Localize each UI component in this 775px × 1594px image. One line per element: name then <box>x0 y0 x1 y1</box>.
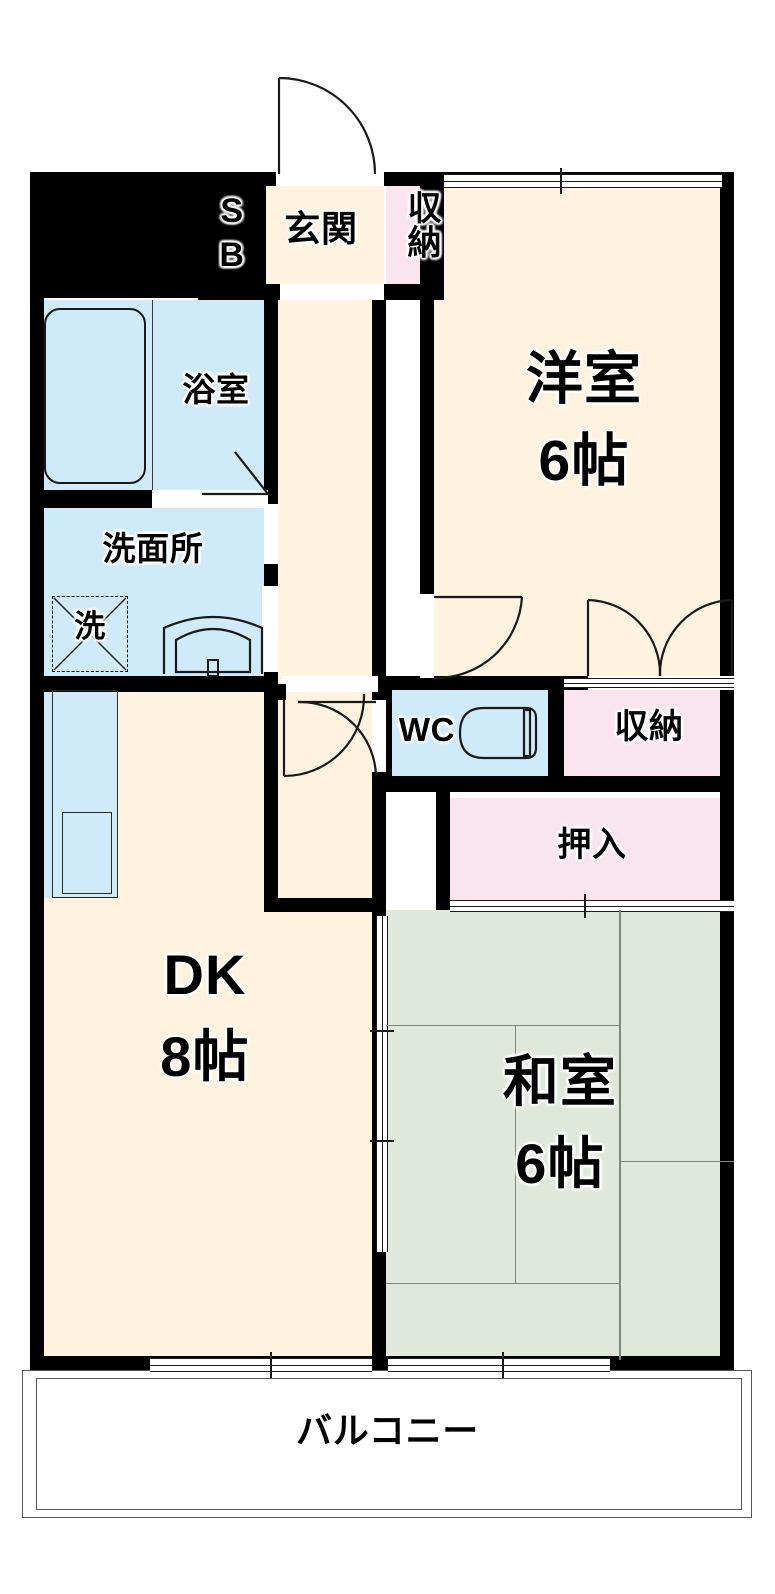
dk-door-swing-icon[interactable] <box>282 692 366 778</box>
wall-top-left-block <box>30 172 266 298</box>
balcony-outline-outer <box>22 1370 752 1518</box>
room-bath-fill <box>38 300 268 490</box>
kitchen-counter-icon <box>52 690 118 898</box>
wall-bath-right <box>264 298 278 496</box>
window-western <box>444 174 722 188</box>
tatami-mat-4 <box>516 1026 620 1284</box>
window-dk-balcony-tick <box>270 1352 272 1378</box>
window-washitsu-balcony-tick <box>502 1352 504 1378</box>
bathtub-icon <box>44 308 146 484</box>
western-door-swing-icon[interactable] <box>432 594 524 680</box>
opening-dk-door <box>282 676 378 692</box>
toilet-bowl-icon <box>458 706 538 760</box>
room-western-fill <box>434 182 734 678</box>
bath-door-icon <box>202 451 271 496</box>
western-closet-swing-icon[interactable] <box>586 598 734 678</box>
shoji-washitsu-tick-1 <box>370 1030 394 1032</box>
bath-partition-line <box>152 300 153 490</box>
fusuma-storage-hall <box>564 678 734 688</box>
window-western-tick <box>560 168 562 194</box>
wall-oshiire-left <box>436 790 450 910</box>
room-storage-hall-fill <box>564 686 734 776</box>
wall-dk-hall <box>264 692 278 910</box>
shoji-washitsu-tick-2 <box>370 1140 394 1142</box>
wall-storage-hall-bottom <box>548 776 734 792</box>
washing-machine-space-icon <box>52 596 128 672</box>
wall-western-left <box>420 186 434 682</box>
fusuma-oshiire-tick <box>584 894 586 918</box>
room-washitsu-fill <box>386 910 734 1360</box>
opening-wc-door <box>372 700 386 772</box>
window-dk-balcony <box>150 1358 372 1372</box>
wall-wc-right <box>548 686 564 780</box>
wall-corridor-right <box>372 290 386 690</box>
hall-fill <box>276 700 386 910</box>
opening-corridor-western <box>262 586 278 672</box>
tatami-mat-6 <box>386 1284 620 1360</box>
shoji-washitsu-left <box>376 916 388 1252</box>
wall-washroom-bottom <box>30 676 278 692</box>
wall-wc-bottom <box>372 776 564 792</box>
corridor-fill <box>276 290 386 700</box>
tatami-mat-1 <box>386 910 620 1026</box>
balcony-outline-inner <box>36 1378 742 1510</box>
opening-genkan-bottom <box>280 284 384 300</box>
entrance-door-swing-icon[interactable] <box>276 76 388 176</box>
kitchen-counter-fill <box>38 690 118 898</box>
wall-left-outer <box>30 172 44 1370</box>
room-oshiire-fill <box>450 798 734 904</box>
wall-nib-hall <box>264 684 286 700</box>
wall-dk-hall-bottom <box>264 898 386 912</box>
wash-basin-icon <box>162 615 264 677</box>
room-genkan-fill <box>258 186 384 292</box>
wall-right-outer <box>720 172 734 1370</box>
tatami-mat-3 <box>386 1026 516 1284</box>
opening-western-door <box>420 594 434 678</box>
washer-cross-icon <box>53 597 127 671</box>
tatami-mat-5 <box>620 1162 734 1360</box>
window-washitsu-balcony <box>388 1358 610 1372</box>
fusuma-oshiire <box>450 900 734 912</box>
opening-genkan-top <box>276 172 384 186</box>
opening-washroom-door <box>264 504 278 564</box>
kitchen-sink-icon <box>62 812 112 894</box>
tatami-mat-2 <box>620 910 734 1162</box>
